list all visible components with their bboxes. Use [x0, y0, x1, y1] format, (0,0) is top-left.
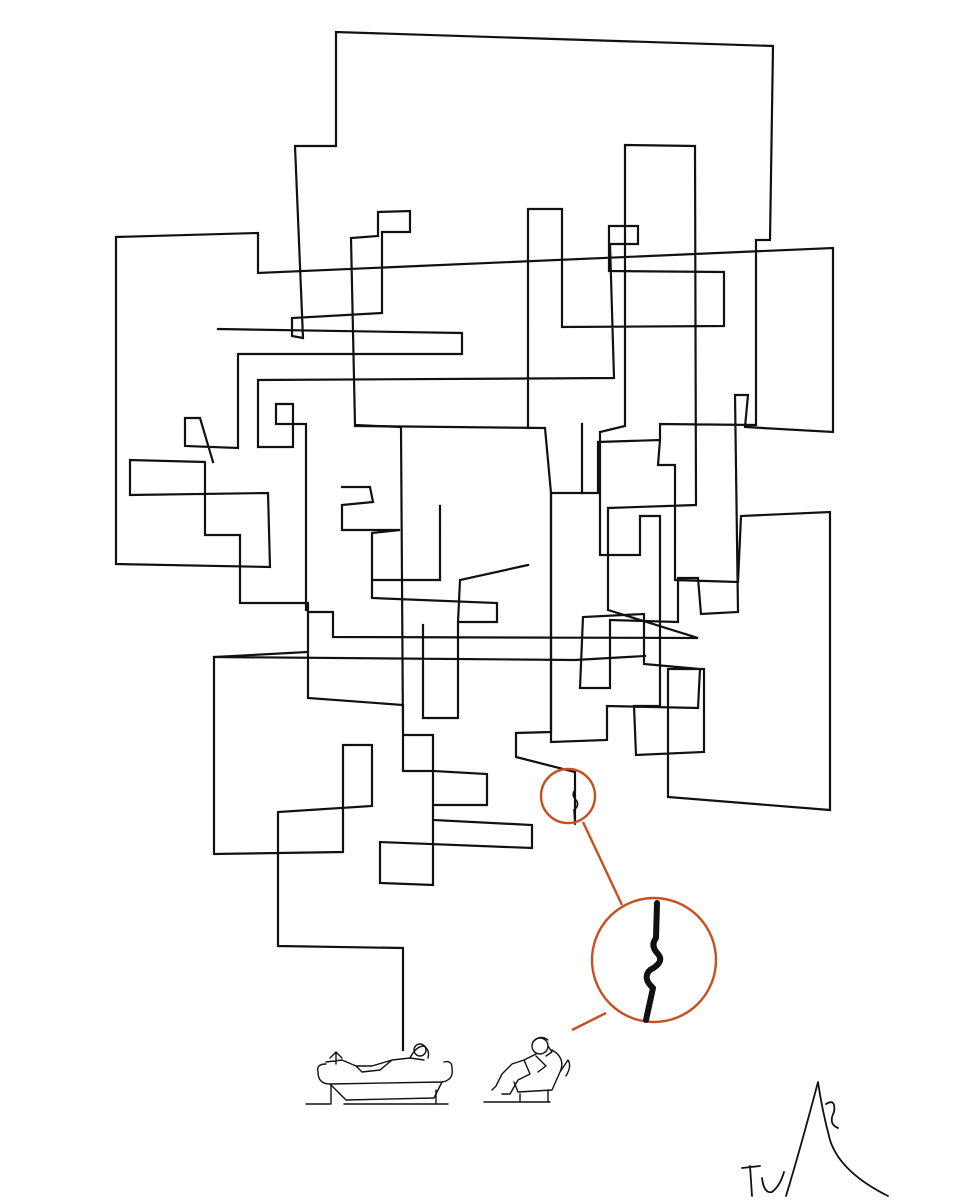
maze-line-secondary	[183, 207, 726, 824]
patient-body	[325, 1045, 430, 1073]
maze-line	[114, 30, 835, 1052]
zoom-connector-line	[581, 821, 624, 906]
tangled-thought-line	[114, 30, 835, 1052]
therapist-body	[491, 1036, 553, 1095]
armchair-outline	[483, 1049, 571, 1103]
armchair-icon	[483, 1049, 571, 1103]
small-kink	[572, 778, 579, 826]
small-highlight-circle	[539, 767, 597, 825]
therapist-seated-icon	[491, 1036, 553, 1095]
patient-head	[413, 1043, 427, 1057]
pointer-to-therapist	[571, 1011, 607, 1032]
signature-mark	[741, 1081, 889, 1197]
couch-body	[305, 1060, 453, 1105]
artist-signature	[741, 1081, 889, 1197]
magnified-kink	[643, 900, 664, 1023]
kink-highlight	[539, 767, 718, 1032]
patient-lying-icon	[325, 1043, 430, 1073]
couch-icon	[305, 1060, 453, 1105]
magnified-circle	[590, 896, 718, 1024]
